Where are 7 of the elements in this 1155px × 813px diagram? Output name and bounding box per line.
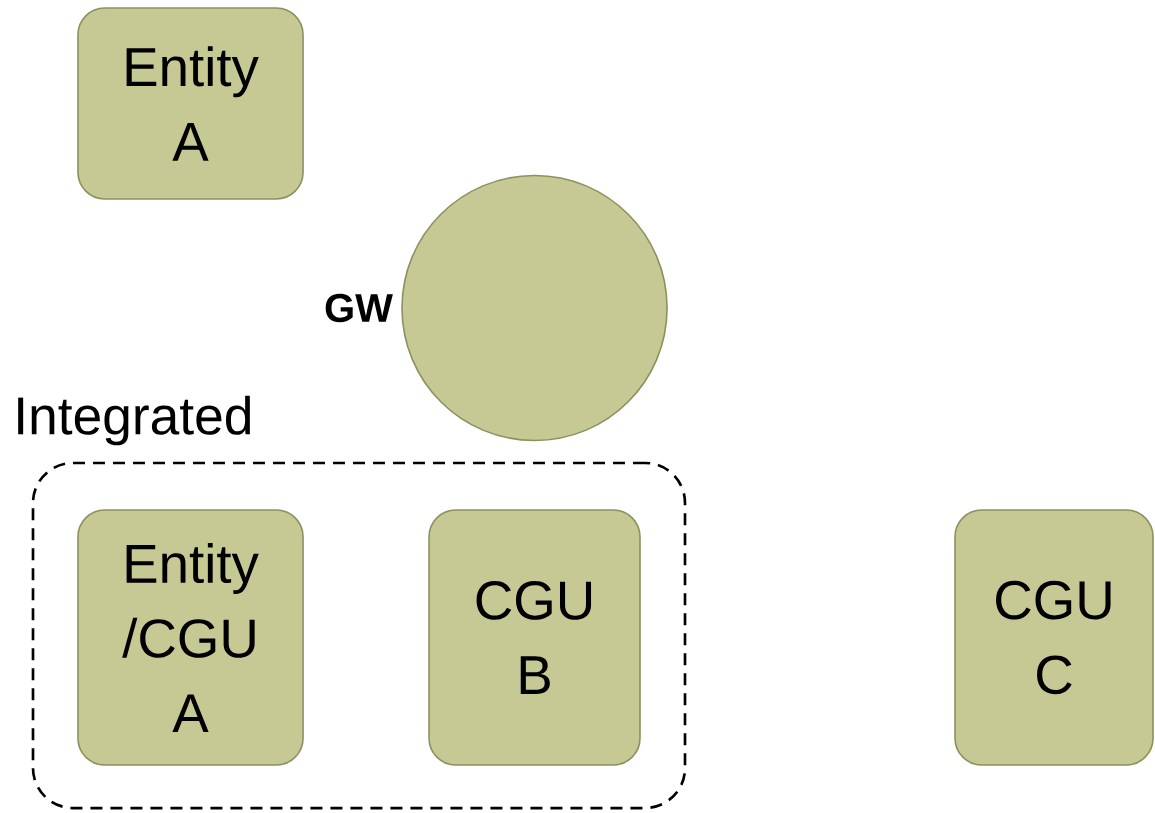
rounded-box: Entity /CGU A	[77, 509, 304, 766]
rounded-box: CGU C	[954, 509, 1154, 766]
rounded-box: Entity A	[77, 7, 304, 200]
rounded-box: CGU B	[428, 509, 641, 766]
node-label: Integrated	[18, 395, 250, 446]
circle	[401, 174, 668, 442]
node-caption: GW	[325, 293, 393, 323]
